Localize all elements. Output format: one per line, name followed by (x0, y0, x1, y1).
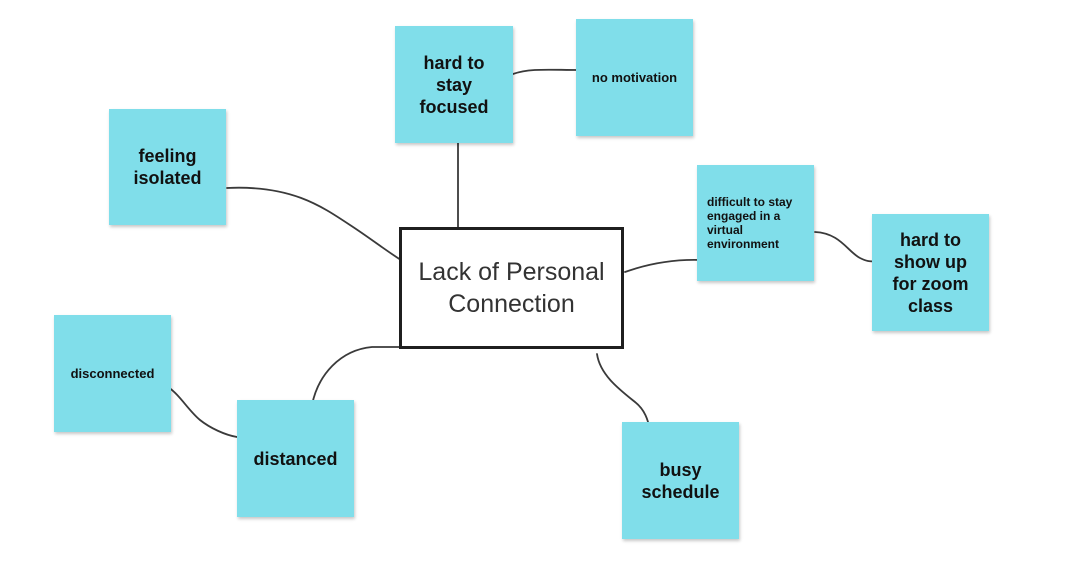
sticky-note-text: disconnected (70, 365, 155, 381)
connector-center-to-distanced (311, 346, 400, 406)
sticky-note-hard-to-stay-focused[interactable]: hard to stay focused (395, 26, 513, 143)
sticky-note-distanced[interactable]: distanced (237, 400, 354, 517)
sticky-note-disconnected[interactable]: disconnected (54, 315, 171, 432)
sticky-note-no-motivation[interactable]: no motivation (576, 19, 693, 136)
sticky-note-text: no motivation (591, 69, 678, 85)
sticky-note-busy-schedule[interactable]: busy schedule (622, 422, 739, 539)
sticky-note-text: feeling isolated (133, 146, 202, 188)
sticky-note-feeling-isolated[interactable]: feeling isolated (109, 109, 226, 225)
sticky-note-text: busy schedule (641, 459, 720, 502)
sticky-note-text: distanced (253, 448, 338, 469)
connector-engaged-to-showup (814, 231, 877, 263)
sticky-note-text: difficult to stay engaged in a virtual e… (707, 195, 793, 251)
connector-focused-to-motivation (512, 68, 579, 75)
sticky-note-text: hard to stay focused (419, 52, 489, 117)
connector-disconnected-to-distanced (167, 386, 238, 438)
central-topic-label: Lack of Personal Connection (418, 258, 605, 318)
central-topic-box[interactable]: Lack of Personal Connection (399, 227, 624, 349)
sticky-note-hard-to-show-up[interactable]: hard to show up for zoom class (872, 214, 989, 331)
connector-isolated-to-center (226, 186, 405, 263)
connector-center-to-engaged (624, 258, 703, 273)
connector-center-to-busy (596, 353, 651, 431)
sticky-note-text: hard to show up for zoom class (892, 229, 969, 316)
sticky-note-difficult-to-stay-engaged[interactable]: difficult to stay engaged in a virtual e… (697, 165, 814, 281)
